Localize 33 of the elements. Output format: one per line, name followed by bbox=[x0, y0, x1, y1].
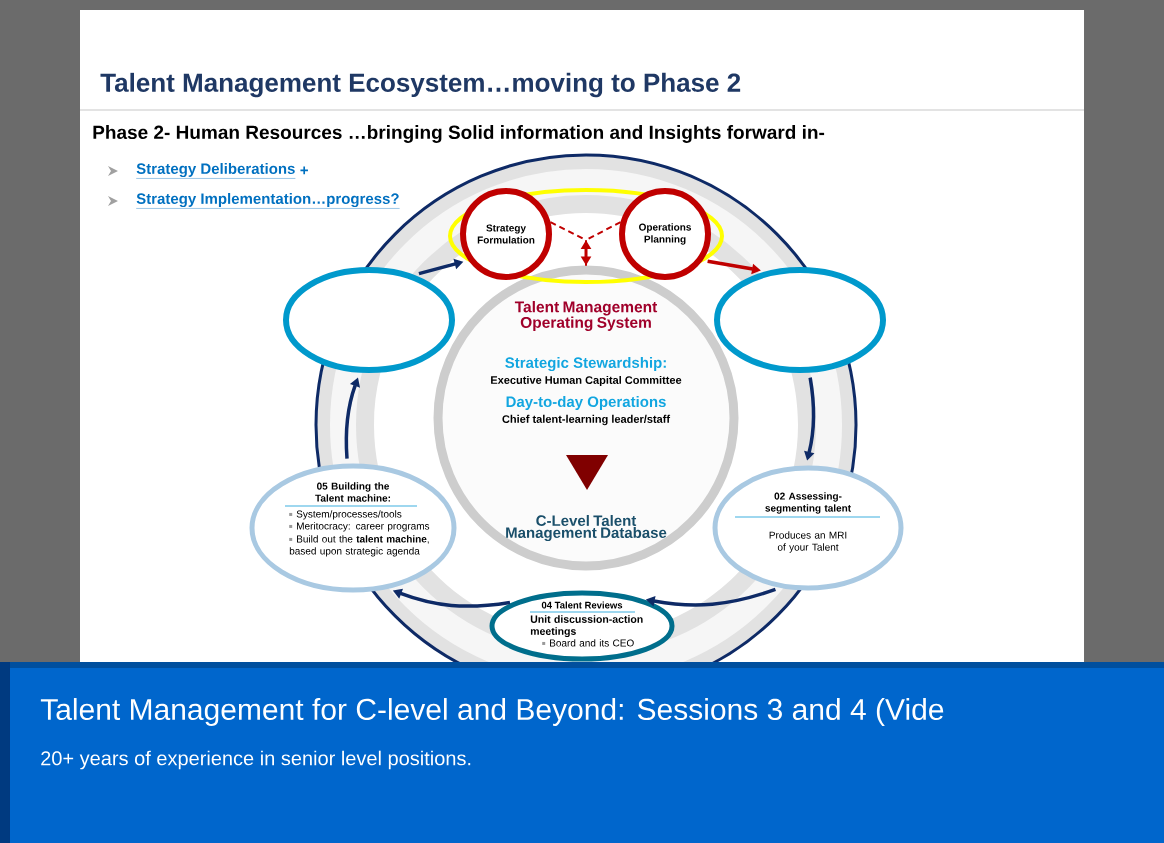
stage-heading: 04 Talent Reviews bbox=[541, 601, 623, 609]
body-text: Chief talent-learning leader/staff bbox=[502, 414, 671, 426]
process-circle bbox=[619, 188, 711, 280]
section-heading: Day-to-day Operations bbox=[506, 396, 666, 410]
hub-circle bbox=[433, 265, 739, 571]
stage-ellipse bbox=[714, 267, 886, 373]
dashed-line bbox=[585, 221, 622, 267]
slide-title: Talent Management Ecosystem…moving to Phase 2 bbox=[100, 72, 741, 98]
stage-ellipse bbox=[249, 463, 457, 593]
bullet-item: Build out the talent machine, based upon strategic agenda bbox=[289, 535, 429, 557]
process-circle bbox=[460, 188, 552, 280]
circle-label: Strategy Formulation bbox=[477, 224, 535, 244]
plus-sign: + bbox=[300, 166, 308, 175]
banner-title: Talent Management for C-level and Beyond: Sessions 3 and 4 (Vide bbox=[40, 698, 944, 726]
circle-label: Operations Planning bbox=[639, 223, 691, 245]
link-text: Strategy Deliberations bbox=[136, 163, 296, 179]
body-text: Unit discussion-action meetings bbox=[530, 615, 643, 638]
stage-heading: 05 Building the Talent machine: bbox=[315, 482, 390, 502]
stage-ellipse bbox=[712, 465, 904, 591]
section-heading: Strategic Stewardship: bbox=[505, 357, 666, 372]
stage-ellipse bbox=[489, 590, 675, 662]
database-label: C-Level Talent Management Database bbox=[506, 515, 667, 542]
bullet-item: Meritocracy: career programs bbox=[289, 522, 430, 532]
subtitle: Phase 2- Human Resources …bringing Solid information and Insights forward in- bbox=[93, 125, 825, 143]
body-text: Produces an MRI of your Talent bbox=[769, 531, 847, 553]
stage-heading: 02 Assessing-segmenting talent bbox=[765, 492, 851, 514]
bullet-item: System/processes/tools bbox=[289, 510, 402, 520]
bullet-item: Board and its CEO bbox=[542, 639, 634, 647]
stage-ellipse bbox=[283, 267, 455, 373]
link-text: Strategy Implementation…progress? bbox=[136, 193, 400, 209]
banner-text: 20+ years of experience in senior level positions. bbox=[41, 750, 471, 770]
body-text: Executive Human Capital Committee bbox=[491, 375, 682, 387]
system-title: Talent Management Operating System bbox=[514, 301, 658, 331]
